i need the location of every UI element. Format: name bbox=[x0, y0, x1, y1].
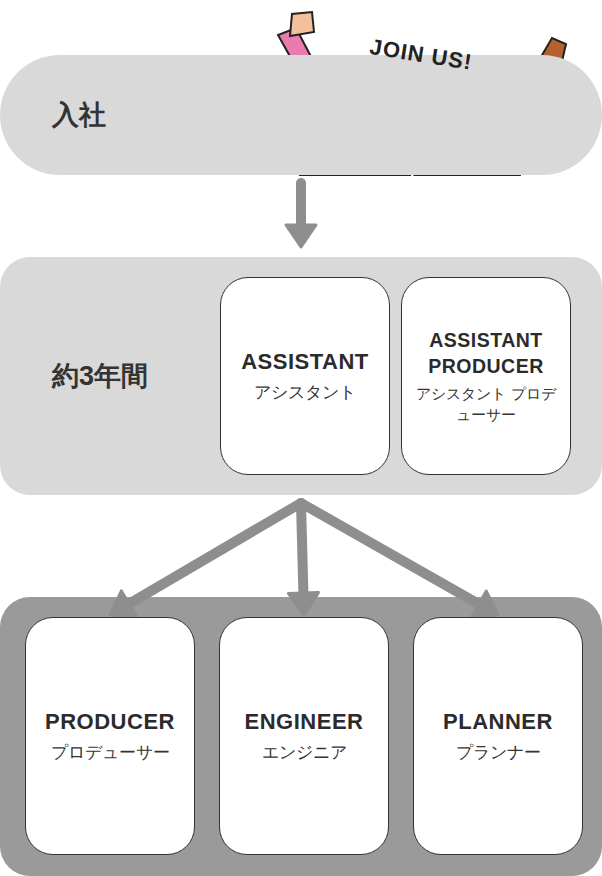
flow-arrow bbox=[288, 503, 318, 615]
stage-band: 入社 bbox=[0, 55, 602, 175]
flow-arrow bbox=[286, 183, 316, 247]
flow-arrow bbox=[110, 503, 301, 617]
role-name: ASSISTANT bbox=[241, 347, 369, 377]
stage-title: 入社 bbox=[52, 97, 106, 133]
role-name-ja: アシスタント bbox=[254, 381, 356, 405]
role-box: ENGINEER エンジニア bbox=[219, 617, 389, 855]
role-name-ja: プロデューサー bbox=[51, 741, 170, 765]
role-name: PLANNER bbox=[443, 707, 553, 737]
role-box: ASSISTANT アシスタント bbox=[220, 277, 390, 475]
stage-title: 約3年間 bbox=[52, 358, 148, 394]
role-name: ASSISTANT PRODUCER bbox=[414, 327, 558, 380]
stage-band: 約3年間 ASSISTANT アシスタント ASSISTANT PRODUCERアシス… bbox=[0, 257, 602, 495]
role-name: ENGINEER bbox=[245, 707, 364, 737]
role-box: PRODUCER プロデューサー bbox=[25, 617, 195, 855]
flow-arrow bbox=[301, 503, 498, 617]
role-name-ja: アシスタント プロデューサー bbox=[414, 383, 558, 425]
role-name-ja: プランナー bbox=[456, 741, 541, 765]
role-box: PLANNER プランナー bbox=[413, 617, 583, 855]
role-box: ASSISTANT PRODUCERアシスタント プロデューサー bbox=[401, 277, 571, 475]
role-name-ja: エンジニア bbox=[262, 741, 347, 765]
role-name: PRODUCER bbox=[45, 707, 175, 737]
